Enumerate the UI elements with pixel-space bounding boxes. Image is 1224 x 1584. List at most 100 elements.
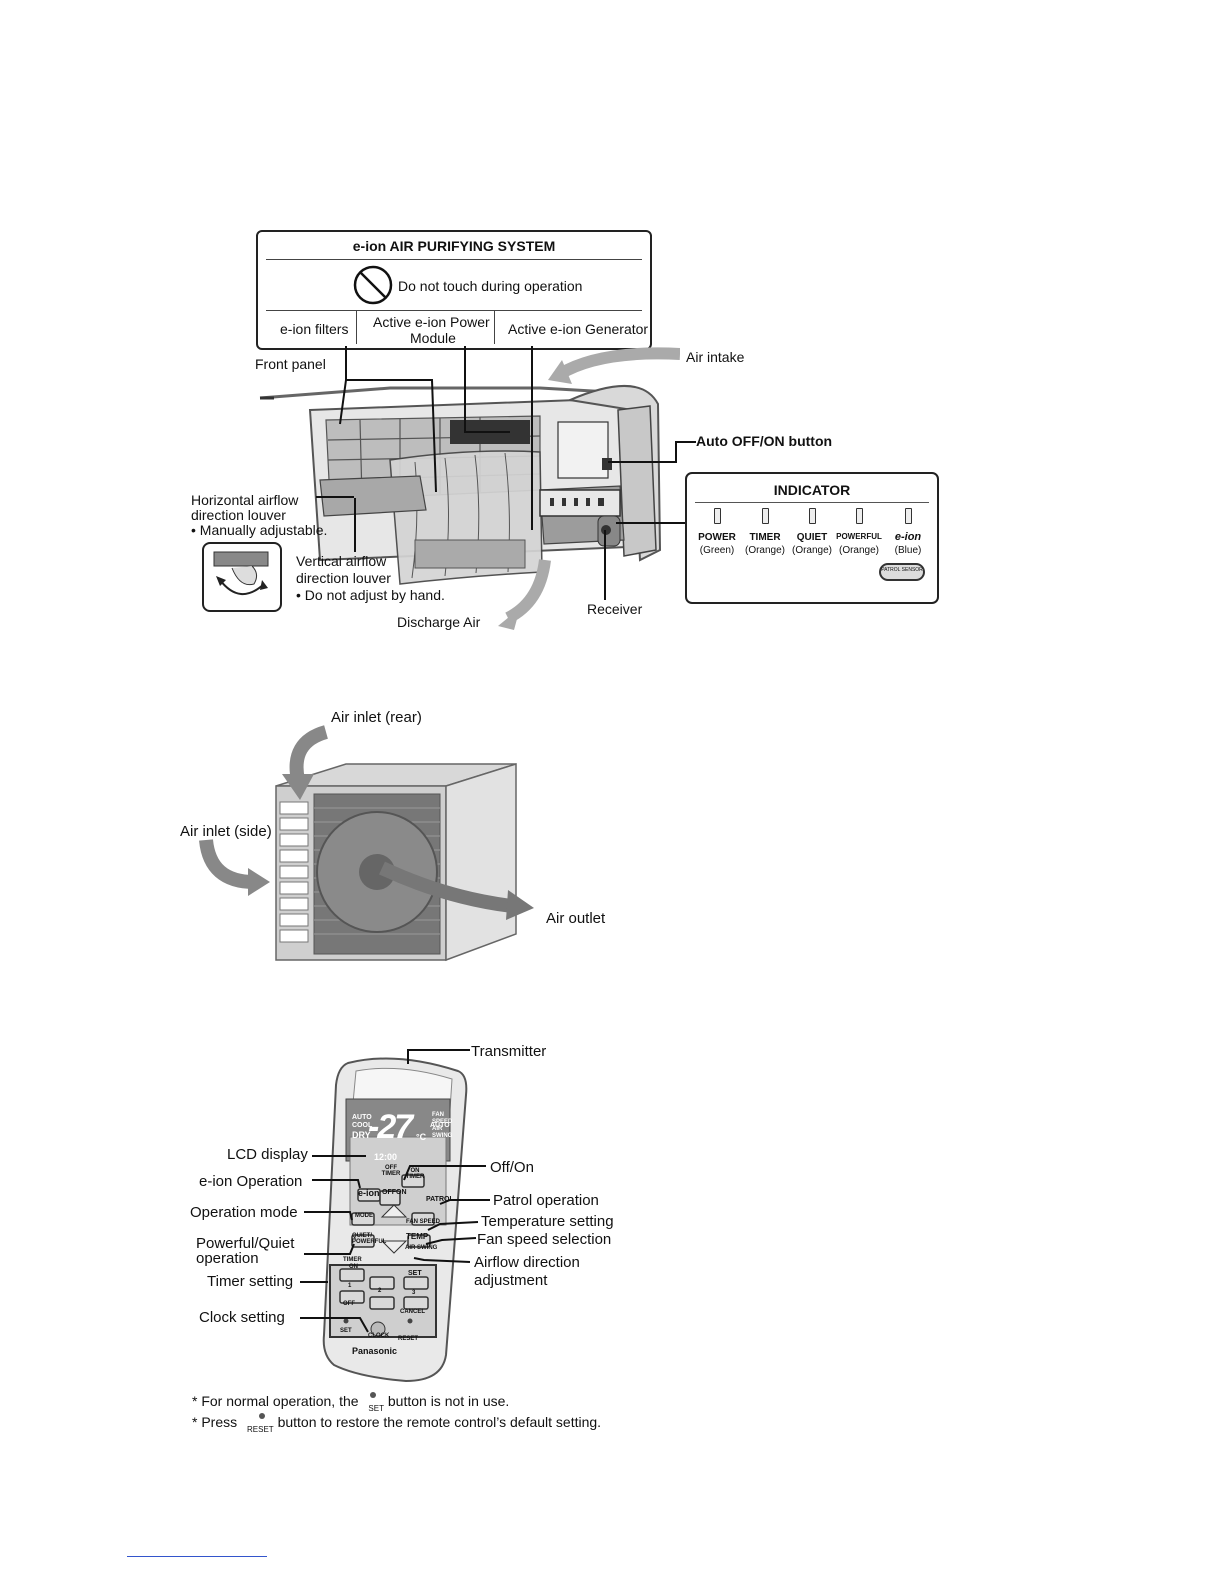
- receiver-leader: [604, 530, 606, 600]
- vertical-louver-label-2: direction louver: [296, 570, 391, 586]
- footnote-reset: * Press RESET button to restore the remo…: [192, 1413, 601, 1434]
- timer-indicator-label: TIMER: [749, 532, 781, 543]
- hand-adjust-icon-box: [202, 542, 282, 612]
- lcd-modes: AUTO COOL DRY: [352, 1114, 372, 1141]
- timer-setting-label: Timer setting: [207, 1273, 294, 1290]
- indicator-title: INDICATOR: [773, 482, 851, 498]
- divider: [356, 311, 357, 344]
- receiver-label: Receiver: [587, 601, 643, 617]
- reset-dot-icon: [259, 1413, 266, 1419]
- quiet-indicator-label: QUIET: [796, 532, 828, 543]
- num1-button[interactable]: 1: [348, 1283, 352, 1289]
- lcd-clock: 12:00: [374, 1152, 398, 1162]
- on-button[interactable]: ON: [396, 1189, 407, 1196]
- reset-button[interactable]: RESET: [398, 1336, 419, 1342]
- indicator-leader: [616, 522, 686, 524]
- lcd-fan-labels: FAN SPEED AIR SWING: [432, 1112, 452, 1140]
- patrol-sensor-button: PATROL SENSOR: [879, 563, 925, 581]
- eion-filters-label: e-ion filters: [280, 321, 349, 337]
- horizontal-louver-label-1: Horizontal airflow: [191, 492, 299, 508]
- footnote-set: * For normal operation, the SET button i…: [192, 1392, 510, 1413]
- divider: [494, 311, 495, 344]
- num2-button[interactable]: 2: [378, 1288, 382, 1294]
- temp-button[interactable]: TEMP: [406, 1232, 429, 1241]
- quiet-led-icon: [809, 508, 816, 524]
- lcd-mode-dry: DRY: [352, 1130, 371, 1140]
- eion-warning: Do not touch during operation: [398, 278, 583, 294]
- powerful-quiet-label-2: operation: [196, 1250, 259, 1267]
- no-touch-icon: [353, 265, 393, 305]
- divider: [266, 310, 642, 311]
- clock-setting-label: Clock setting: [199, 1309, 285, 1326]
- timer-group-label: TIMER: [343, 1257, 362, 1263]
- timer-cancel-button[interactable]: CANCEL: [400, 1309, 425, 1315]
- footnote-set-button: SET: [368, 1404, 384, 1413]
- fan-speed-button[interactable]: FAN SPEED: [406, 1219, 441, 1225]
- eion-operation-label: e-ion Operation: [199, 1173, 303, 1190]
- footnote-set-pre: * For normal operation, the: [192, 1393, 359, 1409]
- remote-leader-lines: [300, 1049, 490, 1333]
- timer-led-icon: [762, 508, 769, 524]
- air-inlet-rear-label: Air inlet (rear): [331, 709, 422, 726]
- lcd-fan-auto: AUTO: [430, 1122, 450, 1129]
- air-outlet-label: Air outlet: [546, 910, 606, 927]
- front-panel-label: Front panel: [255, 356, 326, 372]
- set-dot-icon: [370, 1392, 377, 1398]
- powerful-quiet-label-1: Powerful/Quiet: [196, 1235, 295, 1252]
- remote-control-illustration: [322, 1057, 468, 1383]
- mode-button[interactable]: MODE: [355, 1213, 373, 1219]
- indoor-unit-illustration: [259, 346, 680, 630]
- horizontal-louver-leader: [316, 496, 354, 498]
- eion-box-title: e-ion AIR PURIFYING SYSTEM: [352, 238, 556, 254]
- powerful-indicator-label: POWERFUL: [836, 532, 882, 541]
- footnote-set-post: button is not in use.: [387, 1393, 510, 1409]
- air-inlet-side-label: Air inlet (side): [180, 823, 272, 840]
- timer-indicator-color: (Orange): [744, 545, 785, 556]
- divider: [266, 259, 642, 260]
- page-link-underline[interactable]: [127, 1556, 267, 1557]
- off-button[interactable]: OFF: [382, 1189, 396, 1196]
- air-swing-button[interactable]: AIR SWING: [405, 1245, 438, 1251]
- power-indicator-label: POWER: [698, 532, 736, 543]
- timer-set-button[interactable]: SET: [408, 1270, 422, 1277]
- outdoor-unit-illustration: [199, 725, 534, 962]
- timer-on-label[interactable]: ON: [349, 1264, 358, 1270]
- footnote-reset-button: RESET: [247, 1425, 274, 1434]
- power-led-icon: [714, 508, 721, 524]
- transmitter-label: Transmitter: [471, 1043, 547, 1060]
- eion-power-module-label-1: Active e-ion Power: [373, 314, 490, 330]
- quiet-indicator-color: (Orange): [791, 545, 832, 556]
- vertical-louver-label-1: Vertical airflow: [296, 553, 387, 569]
- powerful-led-icon: [856, 508, 863, 524]
- on-timer-label: ON TIMER: [405, 1168, 425, 1180]
- eion-indicator-label: e-ion: [894, 531, 922, 543]
- auto-button-label: Auto OFF/ON button: [696, 433, 833, 449]
- lcd-fan-label: FAN: [432, 1112, 444, 1118]
- lcd-air-label: AIR: [432, 1126, 443, 1132]
- timer-off-label[interactable]: OFF: [343, 1301, 355, 1307]
- airflow-label-1: Airflow direction: [474, 1254, 580, 1271]
- quiet-powerful-button[interactable]: QUIET/ POWERFUL: [352, 1233, 387, 1245]
- footnote-reset-pre: * Press: [192, 1414, 238, 1430]
- auto-button-leader: [608, 441, 696, 463]
- lcd-swing-label: SWING: [432, 1133, 453, 1139]
- discharge-air-label: Discharge Air: [397, 614, 481, 630]
- eion-led-icon: [905, 508, 912, 524]
- temperature-setting-label: Temperature setting: [481, 1213, 614, 1230]
- lcd-unit: °C: [416, 1132, 427, 1142]
- fan-speed-selection-label: Fan speed selection: [477, 1231, 612, 1248]
- operation-mode-label: Operation mode: [190, 1204, 298, 1221]
- off-timer-label: OFF TIMER: [381, 1165, 401, 1177]
- off-on-label: Off/On: [490, 1159, 534, 1176]
- patrol-button[interactable]: PATROL: [426, 1196, 454, 1203]
- brand-logo: Panasonic: [352, 1346, 398, 1356]
- eion-button[interactable]: e-ion: [358, 1188, 380, 1198]
- vertical-louver-leader: [354, 498, 356, 552]
- set-small-button[interactable]: SET: [340, 1328, 352, 1334]
- clock-button[interactable]: CLOCK: [368, 1333, 390, 1339]
- num3-button[interactable]: 3: [412, 1290, 416, 1296]
- hand-adjust-icon: [213, 551, 269, 595]
- air-intake-label: Air intake: [686, 349, 745, 365]
- horizontal-louver-label-3: • Manually adjustable.: [191, 522, 328, 538]
- horizontal-louver-label-2: direction louver: [191, 507, 286, 523]
